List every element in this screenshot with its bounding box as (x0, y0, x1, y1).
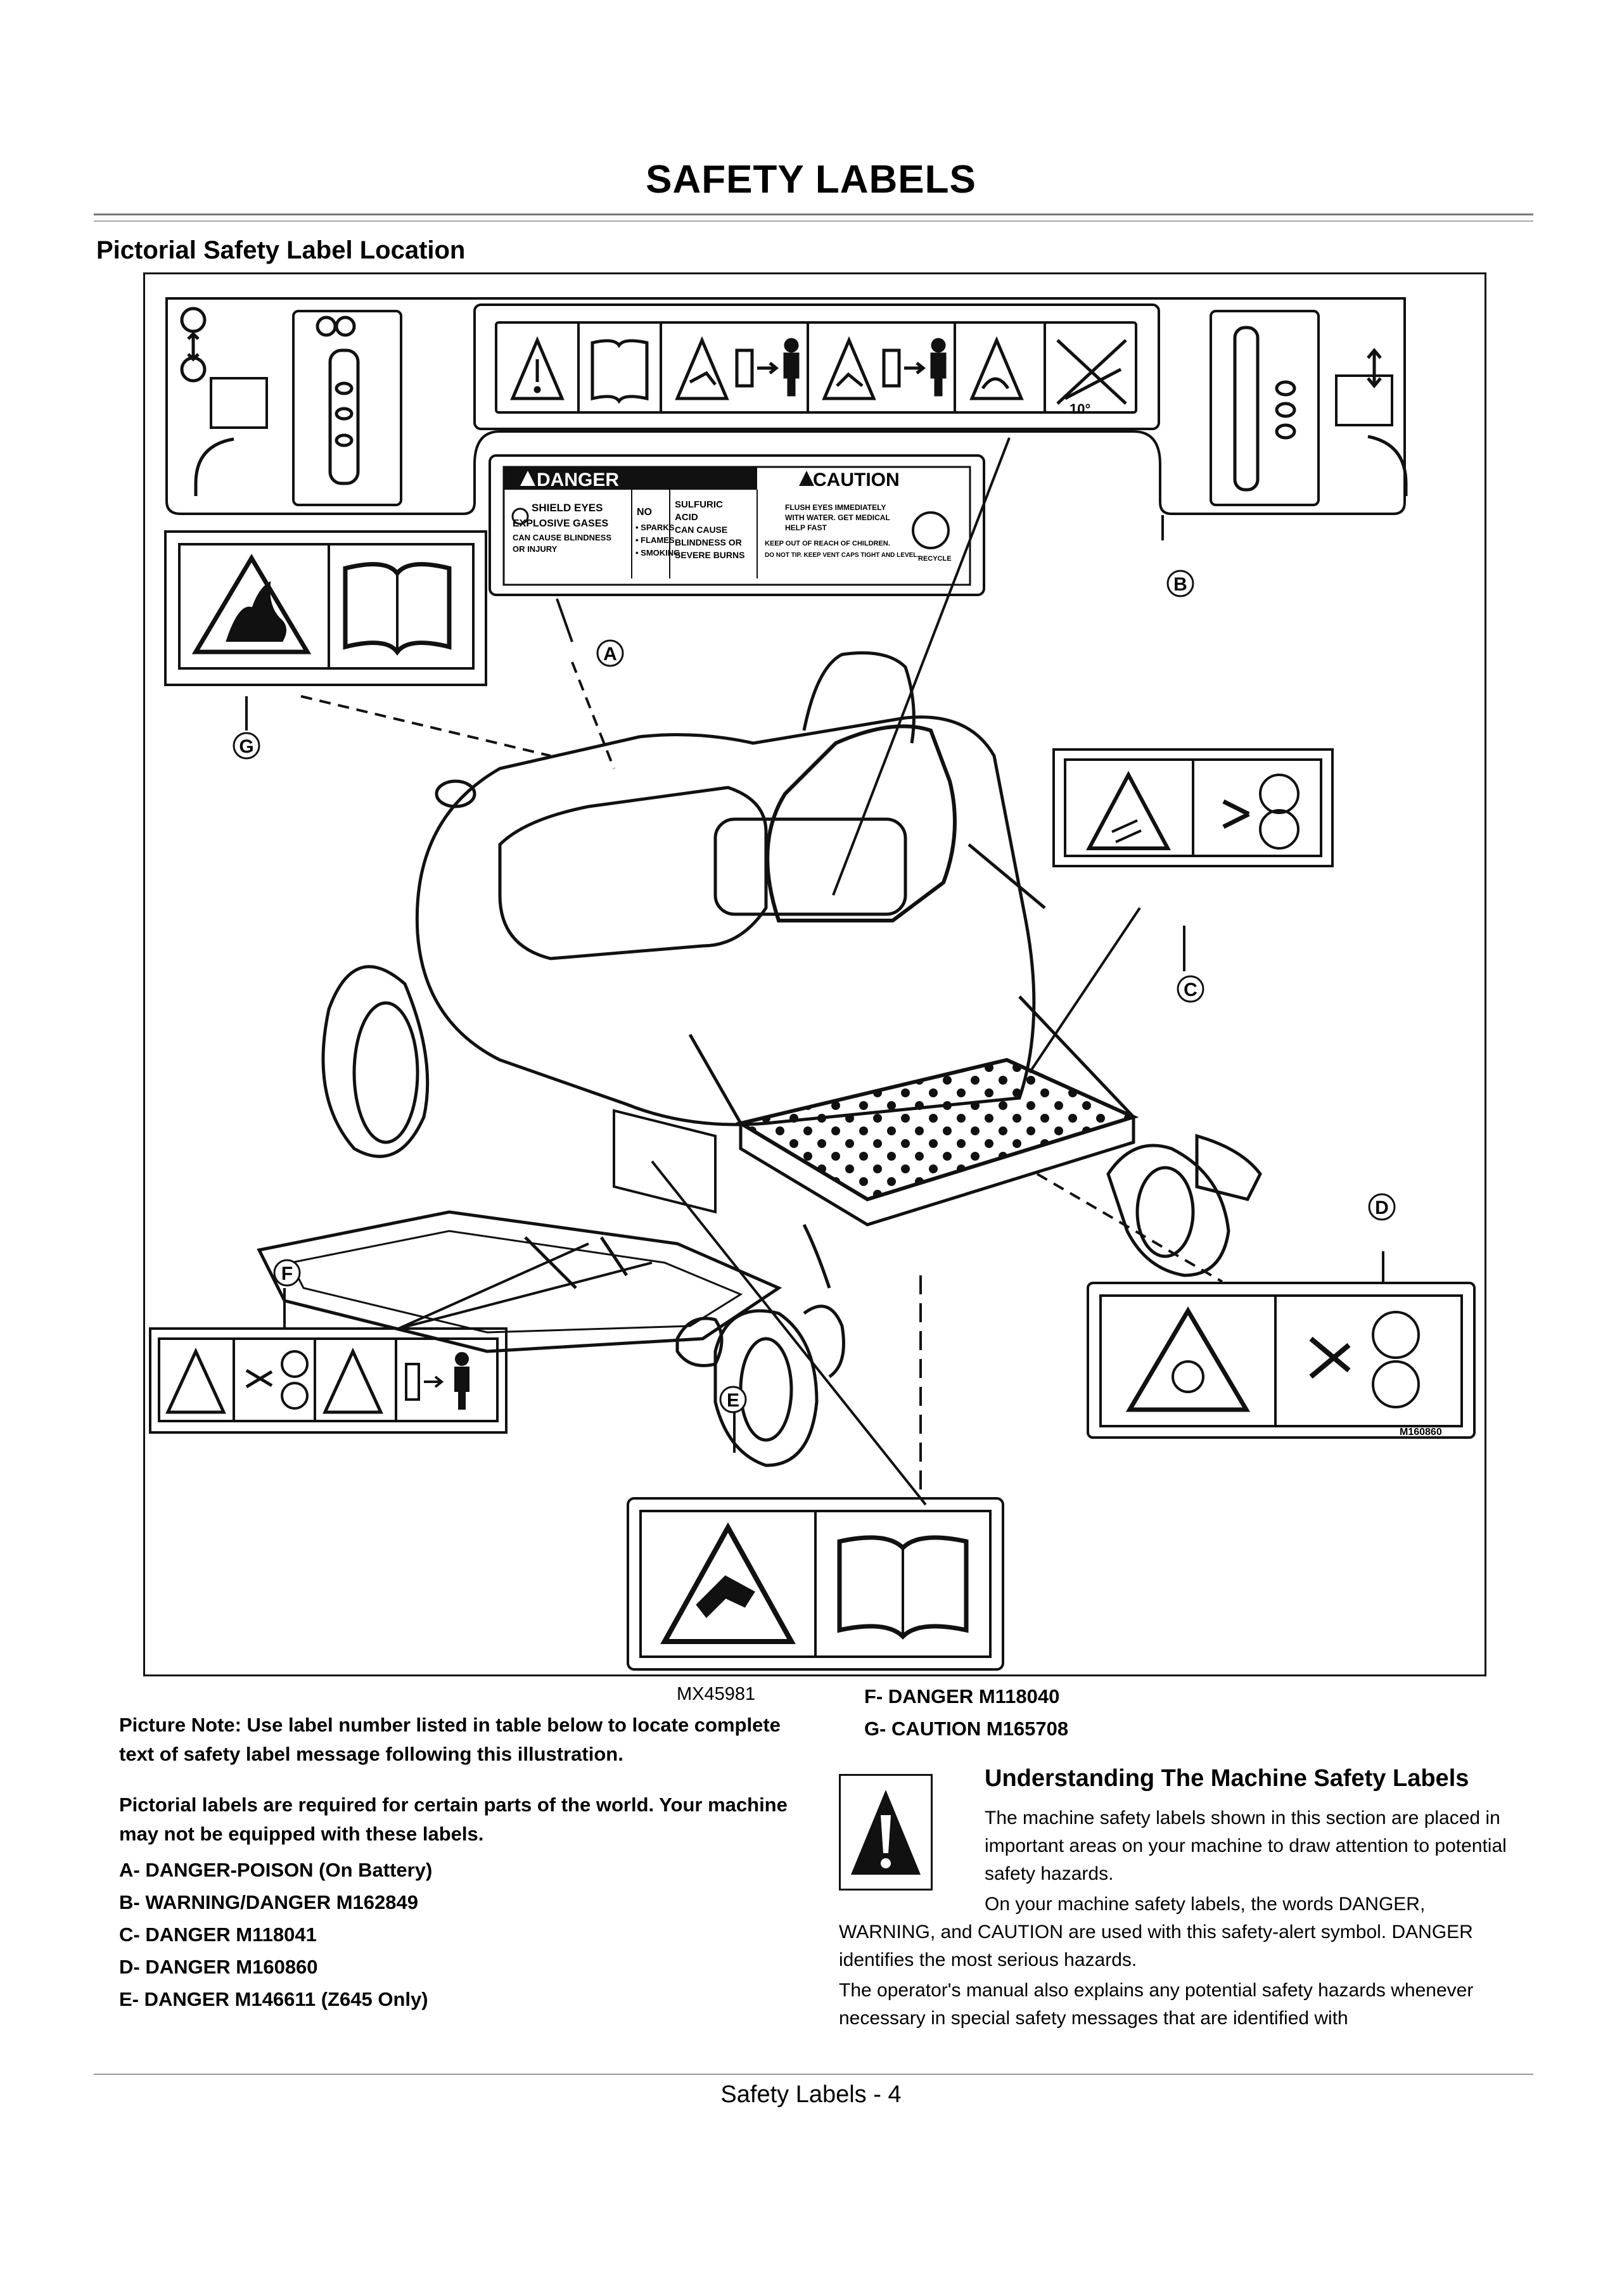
understanding-paragraph-2-start: On your machine safety labels, the words… (985, 1894, 1426, 1915)
callout-g: G (233, 732, 260, 760)
label-d-code: M160860 (1400, 1427, 1442, 1438)
section-heading: Pictorial Safety Label Location (96, 236, 466, 264)
svg-text:KEEP OUT OF REACH OF CHILDREN.: KEEP OUT OF REACH OF CHILDREN. (765, 540, 890, 547)
page-footer: Safety Labels - 4 (720, 2081, 902, 2108)
svg-text:A: A (603, 644, 617, 665)
svg-text:CAN CAUSE BLINDNESS: CAN CAUSE BLINDNESS (513, 533, 611, 542)
understanding-paragraph-1: The machine safety labels shown in this … (985, 1808, 1507, 1884)
svg-text:DANGER: DANGER (537, 469, 619, 490)
callout-c: C (1177, 975, 1204, 1003)
svg-text:B: B (1173, 574, 1187, 595)
svg-text:CAN CAUSE: CAN CAUSE (675, 525, 727, 535)
label-item-f: F- DANGER M118040 (864, 1685, 1060, 1707)
svg-text:BLINDNESS OR: BLINDNESS OR (675, 537, 742, 547)
svg-text:SHIELD EYES: SHIELD EYES (532, 502, 603, 514)
svg-text:E: E (727, 1390, 739, 1411)
top-strip-icons (180, 307, 1382, 492)
label-f (149, 1327, 508, 1434)
understanding-heading: Understanding The Machine Safety Labels (985, 1765, 1469, 1792)
top-label-strip (165, 297, 1408, 515)
svg-text:CAUTION: CAUTION (813, 469, 900, 490)
label-item-d: D- DANGER M160860 (119, 1956, 318, 1978)
svg-text:EXPLOSIVE GASES: EXPLOSIVE GASES (513, 518, 608, 529)
label-d (1087, 1282, 1476, 1439)
label-e (627, 1497, 1004, 1671)
safety-label-illustration: 10° DANGER CAUTION SHIELD EYES EXPLOSIVE… (143, 272, 1486, 1676)
label-item-c: C- DANGER M118041 (119, 1923, 317, 1946)
understanding-paragraph-2-cont: WARNING, and CAUTION are used with this … (839, 1922, 1473, 1970)
callout-b: B (1166, 570, 1194, 597)
svg-text:DO NOT TIP. KEEP VENT CAPS TIG: DO NOT TIP. KEEP VENT CAPS TIGHT AND LEV… (765, 552, 919, 559)
illustration-drawing: 10° DANGER CAUTION SHIELD EYES EXPLOSIVE… (149, 297, 1476, 1671)
battery-danger-label: DANGER CAUTION SHIELD EYES EXPLOSIVE GAS… (489, 454, 985, 596)
svg-text:ACID: ACID (675, 512, 698, 523)
svg-text:NO: NO (637, 507, 652, 518)
footer-rule (94, 2074, 1533, 2075)
safety-alert-symbol (839, 1774, 933, 1891)
svg-text:FLUSH EYES IMMEDIATELY: FLUSH EYES IMMEDIATELY (785, 503, 886, 512)
callout-e: E (719, 1386, 747, 1413)
svg-text:HELP FAST: HELP FAST (785, 523, 827, 532)
svg-text:SULFURIC: SULFURIC (675, 499, 723, 510)
pictorial-note: Pictorial labels are required for certai… (119, 1794, 788, 1845)
svg-text:• SPARKS: • SPARKS (635, 523, 675, 532)
svg-text:F: F (281, 1263, 293, 1284)
svg-text:SEVERE BURNS: SEVERE BURNS (675, 550, 744, 560)
svg-text:C: C (1184, 979, 1197, 1000)
callout-a: A (596, 639, 624, 667)
leader-lines (245, 437, 1384, 1506)
svg-text:RECYCLE: RECYCLE (918, 555, 952, 563)
label-list-left: A- DANGER-POISON (On Battery) B- WARNING… (119, 1854, 432, 2015)
label-list-right: F- DANGER M118040 G- CAUTION M165708 (864, 1680, 1068, 1745)
label-item-e: E- DANGER M146611 (Z645 Only) (119, 1988, 428, 2010)
label-c (1052, 748, 1334, 867)
slope-label: 10° (1070, 401, 1090, 417)
svg-text:• FLAMES: • FLAMES (635, 535, 675, 545)
label-item-a: A- DANGER-POISON (On Battery) (119, 1859, 433, 1881)
figure-id: MX45981 (677, 1684, 756, 1704)
callout-d: D (1368, 1193, 1396, 1221)
svg-text:D: D (1375, 1197, 1389, 1218)
svg-text:OR INJURY: OR INJURY (513, 544, 558, 554)
label-item-g: G- CAUTION M165708 (864, 1718, 1069, 1740)
zero-turn-mower (257, 651, 1262, 1467)
understanding-paragraph-3: The operator's manual also explains any … (839, 1980, 1474, 2029)
page-title: SAFETY LABELS (646, 158, 976, 201)
title-rule-secondary (94, 220, 1533, 222)
label-item-b: B- WARNING/DANGER M162849 (119, 1891, 418, 1913)
warning-triangle-icon (851, 1790, 921, 1875)
title-rule (94, 214, 1533, 215)
label-g (164, 530, 487, 686)
svg-text:WITH WATER. GET MEDICAL: WITH WATER. GET MEDICAL (785, 513, 890, 522)
svg-text:• SMOKING: • SMOKING (635, 548, 680, 558)
picture-note: Picture Note: Use label number listed in… (119, 1714, 781, 1765)
svg-text:G: G (239, 736, 253, 757)
callout-f: F (273, 1259, 301, 1287)
